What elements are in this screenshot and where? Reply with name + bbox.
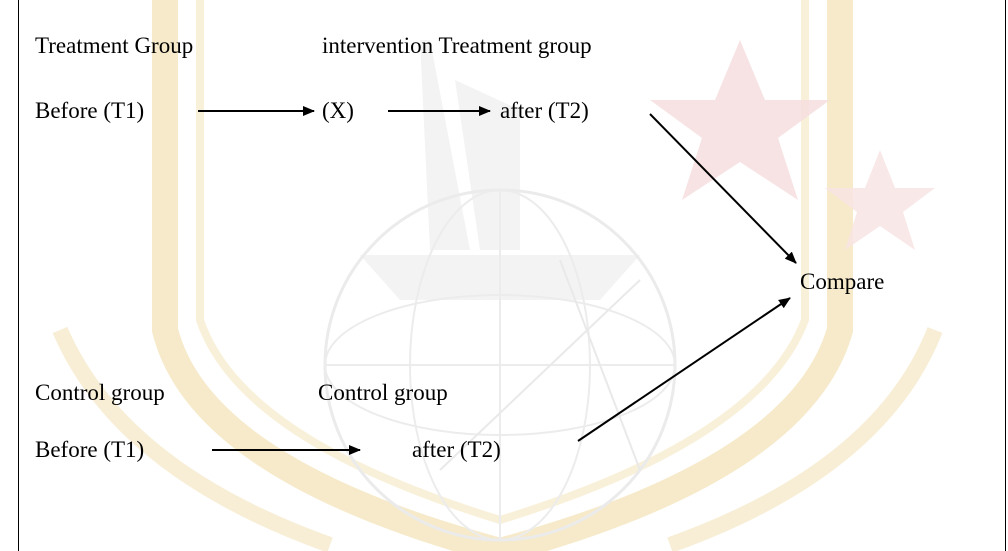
control-after-label: after (T2): [412, 437, 501, 462]
treatment-intervention-label: (X): [322, 98, 354, 123]
treatment-before-label: Before (T1): [35, 98, 145, 123]
treatment-group-label: Treatment Group: [35, 33, 194, 58]
control-group-label: Control group: [35, 380, 165, 405]
treatment-after-label: after (T2): [500, 98, 589, 123]
control-group-label-2: Control group: [318, 380, 448, 405]
diagram-frame: [18, 0, 1006, 551]
intervention-treatment-group-label: intervention Treatment group: [322, 33, 592, 58]
compare-label: Compare: [800, 269, 885, 294]
arrow-control-after-to-compare: [577, 297, 791, 442]
arrow-treatment-after-to-compare: [649, 113, 797, 264]
control-before-label: Before (T1): [35, 437, 145, 462]
